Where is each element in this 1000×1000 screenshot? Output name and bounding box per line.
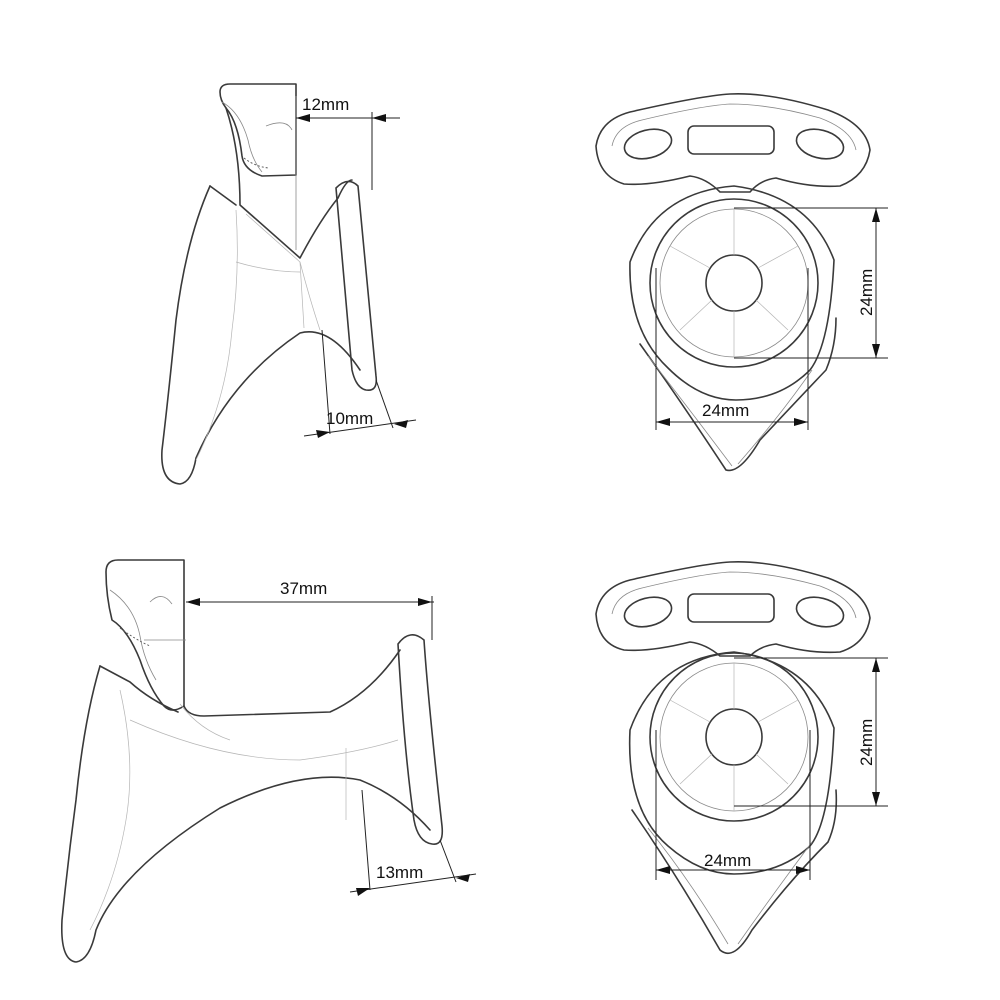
small-hook-side-view [161,83,378,485]
dim-label-24mm-height-bottom: 24mm [857,719,876,766]
dimension-24mm-vertical-top: 24mm [734,207,888,359]
dim-label-24mm-height-top: 24mm [857,269,876,316]
dimension-37mm: 37mm [186,579,434,640]
dim-label-13mm: 13mm [376,863,423,882]
dimension-24mm-horizontal-bottom: 24mm [655,730,811,880]
large-hook-front-view [595,561,871,955]
small-hook-front-view [595,93,871,472]
dim-label-37mm: 37mm [280,579,327,598]
dimension-24mm-vertical-bottom: 24mm [734,657,888,807]
dim-label-12mm: 12mm [302,95,349,114]
dimension-10mm: 10mm [303,329,417,438]
dimension-24mm-horizontal-top: 24mm [655,268,809,430]
dimension-12mm: 12mm [296,95,400,190]
large-hook-side-view [60,559,444,963]
dim-label-24mm-width-bottom: 24mm [704,851,751,870]
dimension-13mm: 13mm [349,789,477,896]
dim-label-10mm: 10mm [326,409,373,428]
dim-label-24mm-width-top: 24mm [702,401,749,420]
